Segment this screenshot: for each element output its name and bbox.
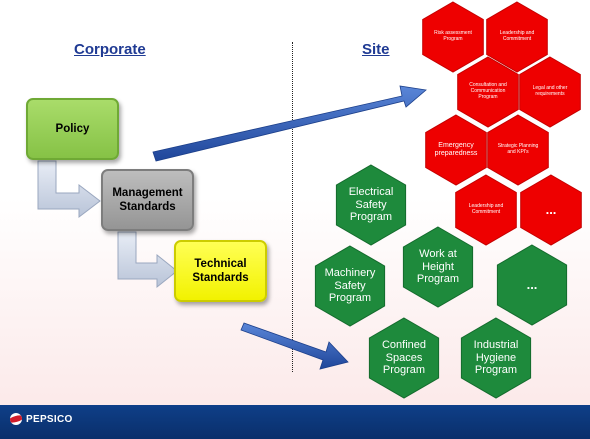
green-hex-label-work-at-height: Work at Height Program bbox=[416, 248, 460, 286]
green-hexagon bbox=[460, 317, 532, 399]
green-hexagon bbox=[335, 164, 407, 246]
green-hex-label-electrical: Electrical Safety Program bbox=[348, 186, 394, 224]
red-hexagon bbox=[457, 56, 519, 128]
red-hex-label-more: ... bbox=[545, 201, 557, 217]
red-hex-label-leadership-2: Leadership and Commitment bbox=[468, 203, 504, 215]
red-hexagon bbox=[487, 114, 549, 186]
green-hex-label-confined-spaces: Confined Spaces Program bbox=[381, 339, 427, 377]
red-hexagon bbox=[519, 56, 581, 128]
technical-standards-box: Technical Standards bbox=[174, 240, 267, 302]
red-hexagon bbox=[520, 174, 582, 246]
green-hexagon-group bbox=[314, 164, 568, 399]
site-heading: Site bbox=[362, 41, 390, 58]
policy-box: Policy bbox=[26, 98, 119, 160]
red-hexagon bbox=[425, 114, 487, 186]
green-hexagon bbox=[402, 226, 474, 308]
red-hexagon bbox=[455, 174, 517, 246]
green-hex-label-industrial-hygiene: Industrial Hygiene Program bbox=[473, 339, 519, 377]
green-hex-label-machinery: Machinery Safety Program bbox=[324, 267, 376, 305]
management-to-technical-connector bbox=[117, 231, 178, 289]
red-hexagon bbox=[422, 1, 484, 73]
management-standards-box: Management Standards bbox=[101, 169, 194, 231]
pepsi-globe-icon bbox=[10, 413, 22, 425]
green-hexagon bbox=[496, 244, 568, 326]
red-hex-label-emergency: Emergency preparedness bbox=[434, 141, 478, 157]
green-hexagon bbox=[368, 317, 440, 399]
footer-bar bbox=[0, 405, 590, 439]
arrow-to-technical-programs bbox=[240, 322, 349, 370]
red-hexagon bbox=[486, 1, 548, 73]
corporate-site-divider bbox=[292, 42, 293, 372]
red-hex-label-strategic: Strategic Planning and KPI's bbox=[497, 143, 539, 155]
red-hex-label-legal: Legal and other requirements bbox=[532, 85, 568, 97]
green-hex-label-more: ... bbox=[526, 276, 538, 292]
red-hex-label-risk-assessment: Risk assessment Program bbox=[434, 30, 472, 42]
pepsico-logo: PEPSICO bbox=[10, 413, 73, 425]
arrow-to-site-programs bbox=[152, 85, 427, 162]
green-hexagon bbox=[314, 245, 386, 327]
policy-to-management-connector bbox=[37, 160, 101, 219]
corporate-heading: Corporate bbox=[74, 41, 146, 58]
logo-text: PEPSICO bbox=[26, 413, 73, 425]
red-hexagon-group bbox=[422, 1, 582, 246]
red-hex-label-consultation: Consultation and Communication Program bbox=[469, 82, 507, 100]
red-hex-label-leadership: Leadership and Commitment bbox=[499, 30, 535, 42]
